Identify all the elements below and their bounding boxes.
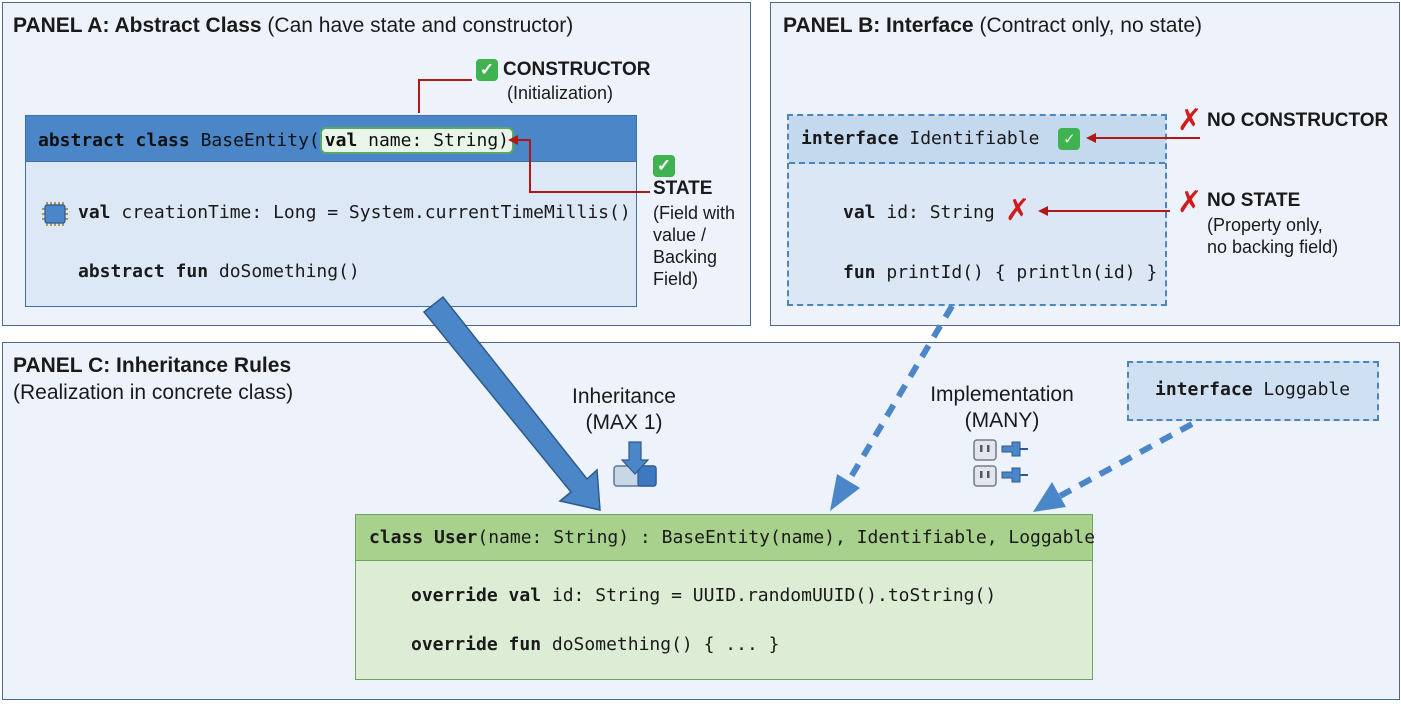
implementation-arrowhead-identifiable [830, 474, 860, 511]
state-check: ✓ [653, 154, 675, 178]
override-method-line: override fun doSomething() { ... } [411, 634, 780, 655]
no-state-line: (Property only, [1207, 215, 1323, 235]
implementation-arrowhead-loggable [1033, 482, 1066, 512]
identifiable-interface-box: interface Identifiable ✓ val id: String … [787, 114, 1167, 306]
no-constructor-annotation: NO CONSTRUCTOR [1207, 110, 1389, 131]
implementation-arrow-identifiable [845, 304, 955, 484]
check-mark-icon: ✓ [1058, 128, 1081, 150]
abstract-class-header: abstract class BaseEntity(val name: Stri… [26, 116, 636, 162]
creation-time-field: val creationTime: Long = System.currentT… [78, 202, 631, 223]
state-annotation-line: Field) [653, 269, 699, 289]
abstract-method: abstract fun doSomething() [78, 261, 360, 282]
inheritance-sub-label: (MAX 1) [585, 411, 663, 434]
override-id-line: override val id: String = UUID.randomUUI… [411, 585, 997, 606]
inheritance-label: Inheritance [572, 385, 676, 408]
state-annotation-arrow [508, 135, 650, 193]
id-property: val id: String [843, 202, 995, 223]
loggable-interface-box: interface Loggable [1127, 361, 1379, 421]
download-arrow-icon [612, 440, 658, 488]
user-class-header: class User(name: String) : BaseEntity(na… [356, 515, 1095, 561]
implementation-label: Implementation [930, 383, 1074, 406]
constructor-annotation-sub: (Initialization) [507, 83, 614, 103]
constructor-annotation-line [418, 79, 472, 113]
state-annotation-line: Backing [653, 247, 718, 267]
state-annotation-line: (Field with [653, 203, 736, 223]
cross-mark-icon: ✗ [1177, 185, 1203, 220]
inheritance-arrow [422, 295, 601, 511]
panel-c-title: PANEL C: Inheritance Rules [13, 354, 292, 377]
abstract-class-box: abstract class BaseEntity(val name: Stri… [25, 115, 637, 307]
panel-b-title: PANEL B: Interface (Contract only, no st… [783, 14, 1202, 37]
panel-c-subtitle: (Realization in concrete class) [13, 381, 294, 404]
cross-mark-icon: ✗ [1177, 103, 1203, 138]
no-state-line: no backing field) [1207, 237, 1339, 257]
print-id-method: fun printId() { println(id) } [843, 262, 1158, 283]
constructor-param-highlight: val name: String) [319, 127, 515, 154]
cross-mark-icon: ✗ [1005, 193, 1031, 228]
chip-icon [40, 202, 68, 226]
implementation-sub-label: (MANY) [964, 409, 1040, 432]
panel-a-title: PANEL A: Abstract Class (Can have state … [13, 14, 574, 37]
no-state-annotation: NO STATE [1207, 190, 1301, 211]
state-annotation-title: STATE [653, 178, 713, 199]
identifiable-interface-header: interface Identifiable ✓ [789, 116, 1165, 164]
implementation-arrow-loggable [1058, 421, 1194, 499]
check-mark-icon: ✓ [476, 59, 498, 82]
user-class-box: class User(name: String) : BaseEntity(na… [355, 514, 1095, 680]
plug-socket-icon [972, 438, 1030, 488]
check-mark-icon: ✓ [653, 155, 675, 178]
state-annotation-line: value / [653, 225, 707, 245]
constructor-annotation: ✓ CONSTRUCTOR [476, 58, 650, 82]
